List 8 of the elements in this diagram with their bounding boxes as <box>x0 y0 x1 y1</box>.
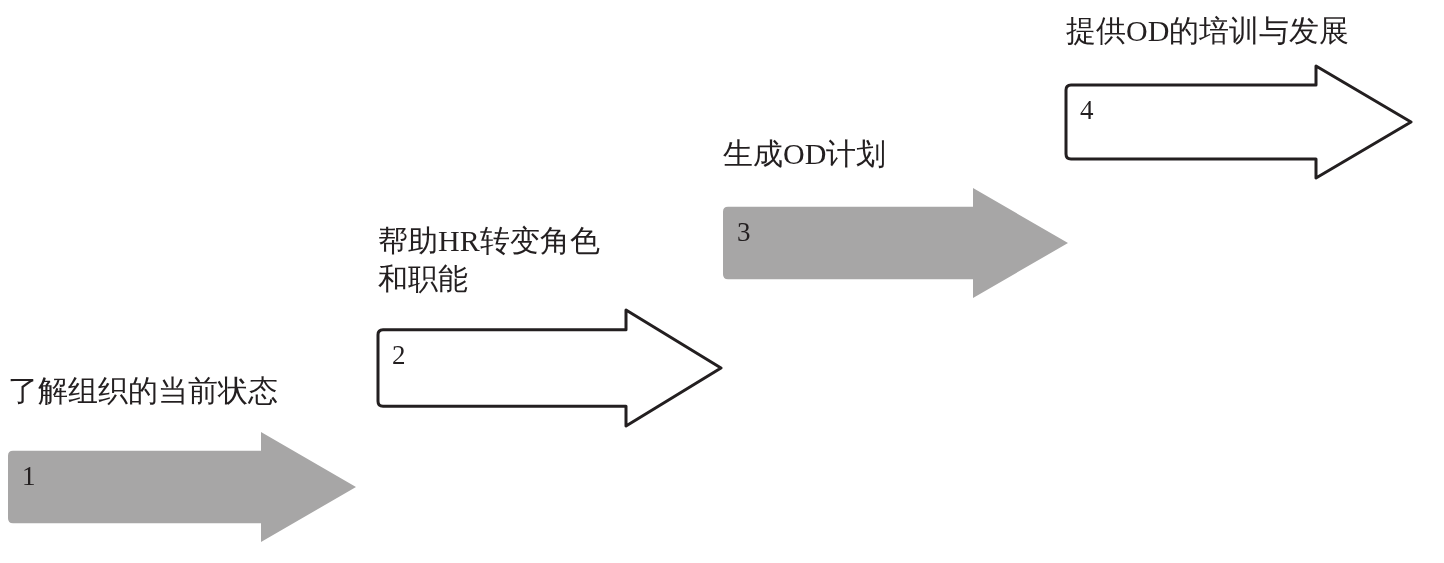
step-title: 生成OD计划 <box>723 136 888 172</box>
step-title: 了解组织的当前状态 <box>8 373 279 409</box>
step-number: 1 <box>22 462 36 490</box>
step-number: 3 <box>737 218 751 246</box>
step-number: 4 <box>1080 97 1094 125</box>
step-title: 提供OD的培训与发展 <box>1066 13 1351 49</box>
step-number: 2 <box>392 341 406 369</box>
step-title: 帮助HR转变角色和职能 <box>378 223 601 297</box>
